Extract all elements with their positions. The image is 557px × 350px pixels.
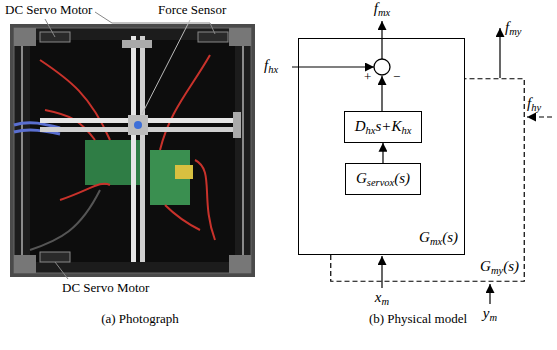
text-run: + [364,69,371,84]
subfigure-caption: (a) Photograph [101,312,179,325]
corner-mount [14,28,36,46]
text-run: (a) Photograph [101,311,179,326]
text-run: (s) [394,170,410,186]
text-run: s+K [375,118,401,134]
guide-rail [131,36,136,262]
signal-arrow [489,284,490,304]
text-run: f [374,0,378,16]
leader-line [45,19,55,37]
text-run: DC Servo Motor [62,280,149,295]
subscript-run: my [491,265,503,276]
plant-block: Gmx(s)Gservox(s)Dhxs+Khx [298,38,465,255]
subscript-run: m [490,312,498,323]
signal-arrow [527,116,552,117]
block-label: Dhxs+Khx [355,118,412,134]
side-frame [242,34,244,268]
text-run: f [505,19,509,35]
servo-motor [198,32,228,42]
block-label: Gservox(s) [356,170,410,186]
subscript-run: hx [268,64,278,75]
signal-name: fhx [264,58,278,76]
subscript-run: my [509,26,521,37]
impedance-block: Dhxs+Khx [344,111,423,143]
corner-mount [229,255,251,273]
wire [195,160,215,240]
sensor-board [175,165,193,179]
text-run: f [527,95,531,111]
subscript-run: m [382,296,390,307]
subfigure-caption: (b) Physical model [369,312,467,325]
corner-mount [229,28,251,46]
sensor-mount [128,115,148,135]
signal-arrow [292,66,374,67]
signal-name: fmx [374,1,390,19]
text-run: (s) [503,258,519,274]
summing-junction [374,59,390,75]
block-label: Gmy(s) [480,257,519,278]
sign-symbol: + [364,70,371,83]
wire [60,184,110,200]
part-name: DC Servo Motor [5,3,92,16]
text-run: G [480,258,491,274]
carriage [122,40,152,48]
signal-connector [382,143,383,163]
subscript-run: hy [531,102,541,113]
signal-arrow [381,21,382,59]
subscript-run: mx [430,236,442,247]
subscript-run: hx [366,125,376,136]
text-run: f [264,57,268,73]
text-run: x [375,289,382,305]
force-sensor [134,121,142,129]
subscript-run: hx [401,125,411,136]
side-frame [21,34,23,268]
carriage [233,112,241,138]
leader-line [142,20,190,114]
text-run: G [356,170,367,186]
text-run: − [393,69,400,84]
text-run: D [355,118,366,134]
text-run: Force Sensor [158,2,226,17]
text-run: G [419,229,430,245]
text-run: (b) Physical model [369,311,467,326]
signal-name: fmy [505,20,521,38]
guide-rail [140,36,145,262]
corner-mount [14,255,36,273]
part-name: DC Servo Motor [62,281,149,294]
signal-arrow [499,28,500,78]
leader-line [55,262,68,279]
text-run: DC Servo Motor [5,2,92,17]
signal-name: fhy [527,96,541,114]
signal-name: xm [375,290,389,308]
device-housing [14,28,251,273]
signal-arrow [381,256,382,288]
dashed-border [331,79,525,282]
part-name: Force Sensor [158,3,226,16]
wire [165,205,200,230]
sign-symbol: − [393,70,400,83]
subscript-run: mx [378,7,390,18]
servo-motor [40,252,70,262]
subscript-run: servox [367,177,394,188]
text-run: y [483,305,490,321]
servo-block: Gservox(s) [345,163,421,195]
signal-name: ym [483,306,497,324]
text-run: (s) [442,229,458,245]
wire [30,190,100,250]
photo-background [10,24,255,277]
block-label: Gmx(s) [419,228,458,249]
wire [160,55,210,150]
